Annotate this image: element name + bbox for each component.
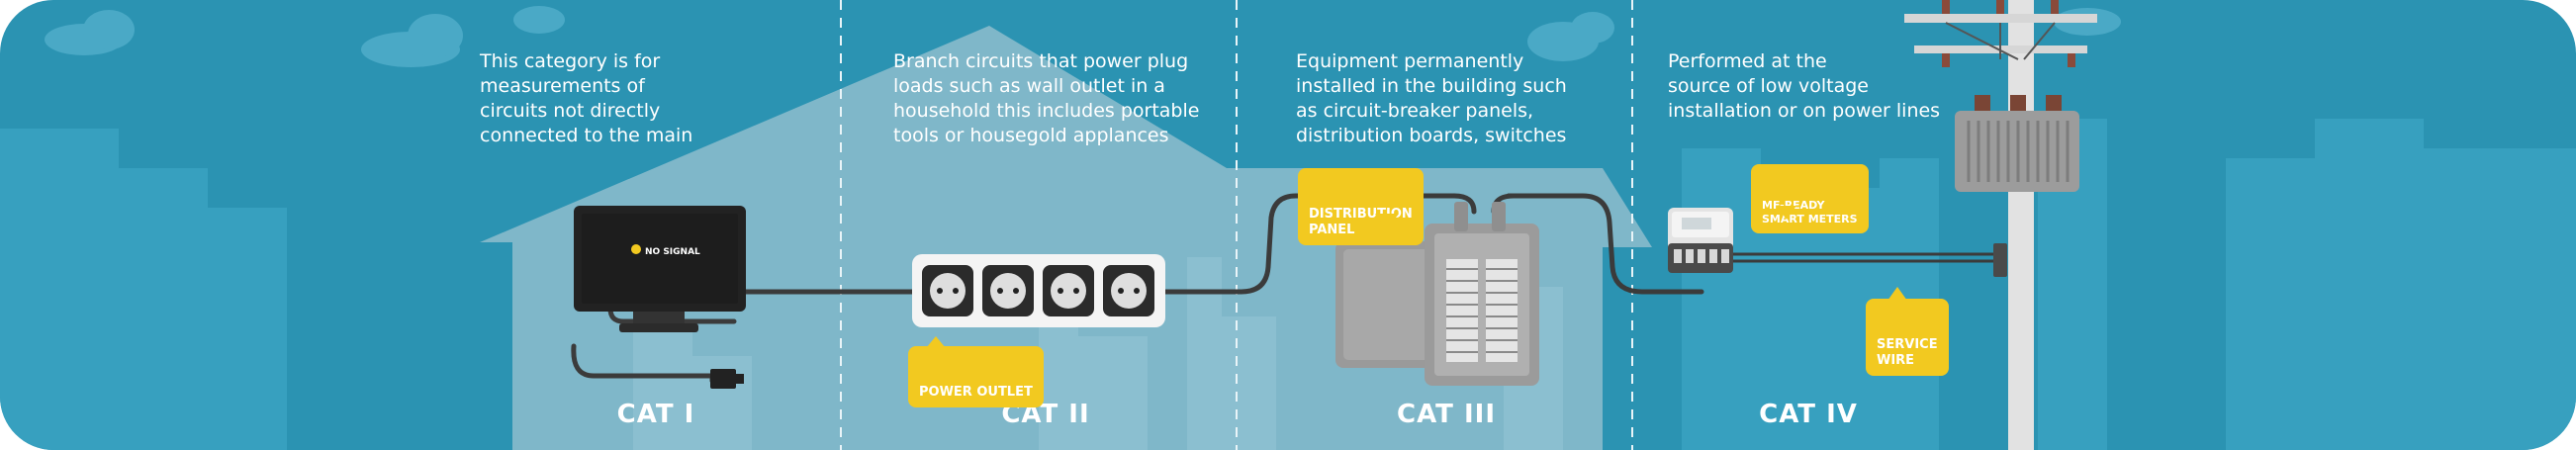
cat-1-description: This category is for measurements of cir…: [480, 50, 693, 146]
background-skyline: [0, 119, 2576, 450]
socket-icon: [1043, 265, 1094, 316]
cat-1-label: CAT I: [616, 400, 695, 429]
smart-meter: [1668, 208, 1733, 273]
socket-icon: [1103, 265, 1154, 316]
section-dividers: [840, 0, 1633, 450]
monitor-device: NO SIGNAL: [574, 206, 746, 332]
cat-3-label: CAT III: [1397, 400, 1496, 429]
monitor-status: NO SIGNAL: [645, 247, 700, 257]
utility-pole: [1904, 0, 2097, 450]
power-outlet-callout: POWER OUTLET: [908, 336, 1044, 407]
service-wires: [1733, 252, 1998, 263]
service-wire-callout: SERVICE WIRE: [1866, 287, 1949, 376]
cat-4-label: CAT IV: [1759, 400, 1858, 429]
distribution-panel: [1335, 202, 1539, 386]
cat-3-description: Equipment permanently installed in the b…: [1296, 50, 1567, 146]
cat-4-description: Performed at the source of low voltage i…: [1668, 50, 1941, 122]
socket-icon: [982, 265, 1034, 316]
connector-plug-icon: [710, 369, 744, 389]
no-signal-dot-icon: [631, 244, 641, 254]
service-wire-label: SERVICE WIRE: [1877, 337, 1938, 368]
socket-icon: [922, 265, 973, 316]
power-strip: [912, 254, 1165, 327]
smart-meters-callout: MF-READY SMART METERS: [1751, 164, 1869, 233]
clouds: [45, 6, 2121, 67]
distribution-panel-callout: DISTRIBUTION PANEL: [1298, 168, 1424, 245]
cables: [571, 193, 1704, 384]
power-outlet-label: POWER OUTLET: [919, 385, 1033, 400]
cat-2-description: Branch circuits that power plug loads su…: [893, 50, 1200, 146]
